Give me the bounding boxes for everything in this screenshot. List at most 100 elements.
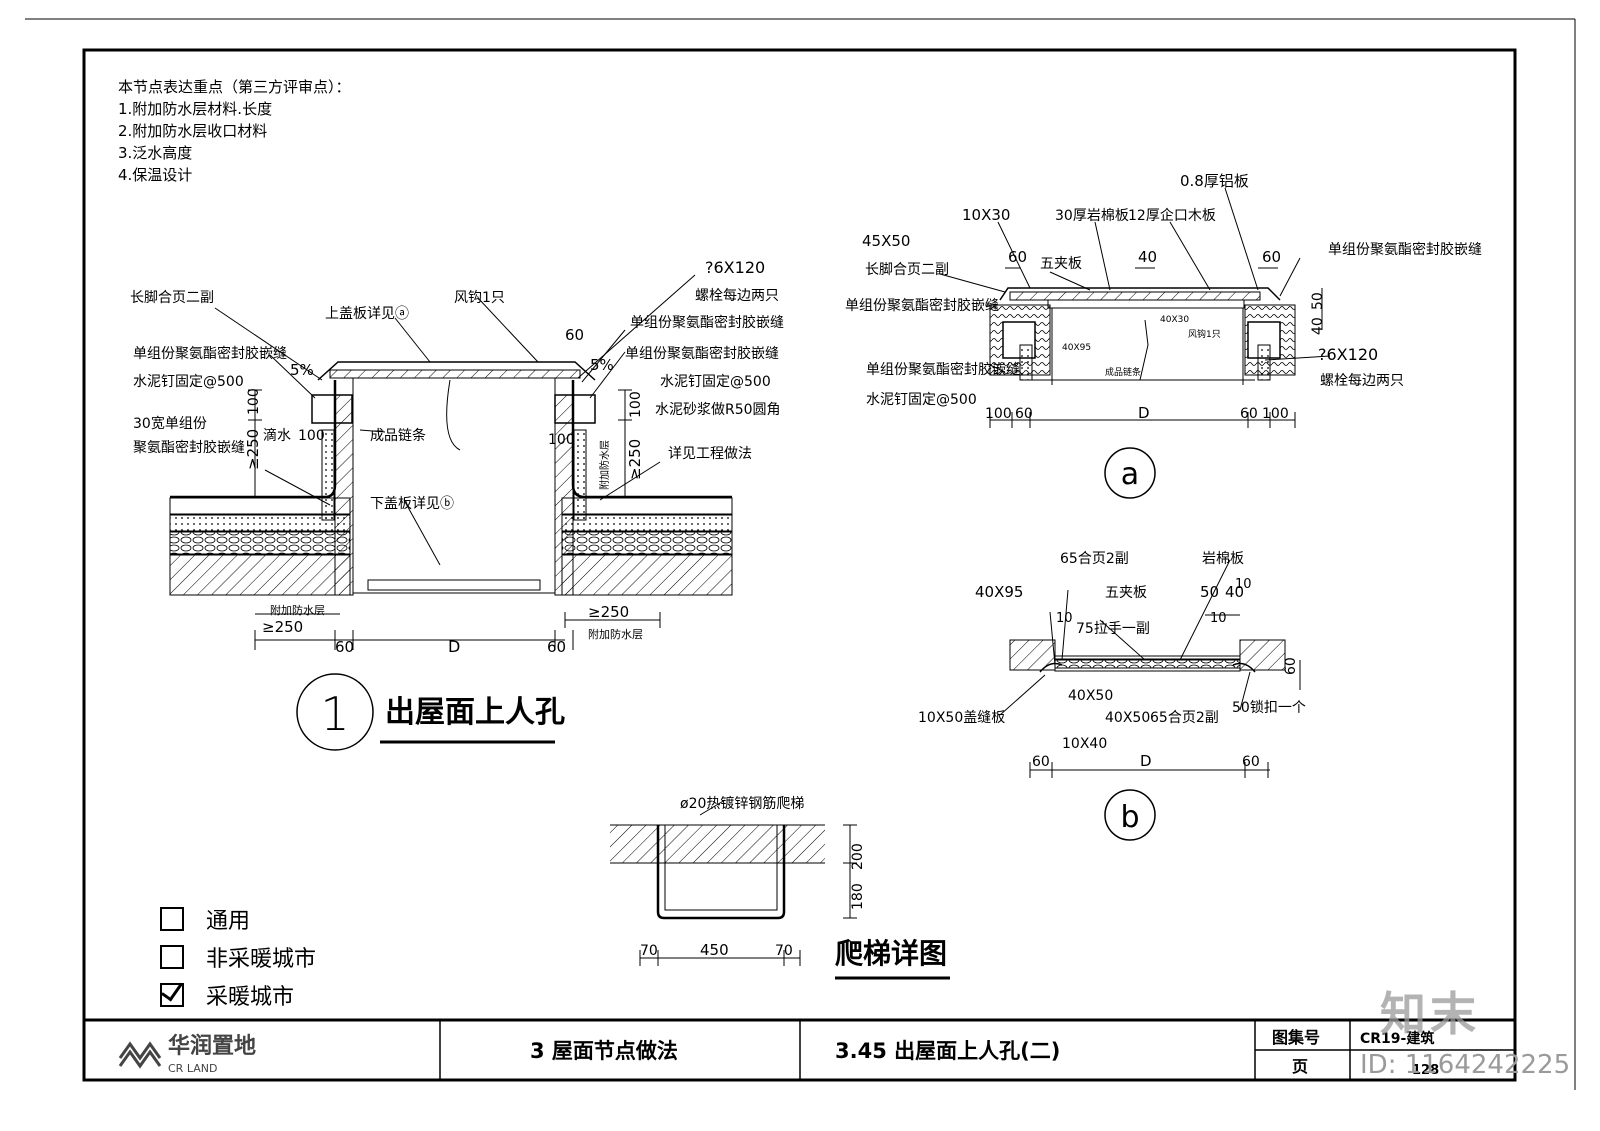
note-item-4: 4.保温设计 <box>118 166 193 184</box>
da-b100r-label: 100 <box>1262 406 1289 422</box>
d1-add-layer-v: 附加防水层 <box>598 440 611 490</box>
da-hook-label: 风钩1只 <box>1188 328 1221 340</box>
da-bolt-size-label: ?6X120 <box>1318 345 1378 364</box>
da-b100l-label: 100 <box>985 406 1012 422</box>
legend-heating[interactable]: 采暖城市 <box>160 976 316 1014</box>
d1-bot60-r: 60 <box>547 638 566 656</box>
watermark-brand: 知末 <box>1380 987 1480 1041</box>
d1-bolt-label: 螺栓每边两只 <box>695 288 779 304</box>
ladder-d200-label: 200 <box>850 843 866 870</box>
legend-non-heating[interactable]: 非采暖城市 <box>160 938 316 976</box>
d1-bolt-size-label: ?6X120 <box>705 258 765 277</box>
da-b60r-label: 60 <box>1240 406 1258 422</box>
detail-a-marker <box>1104 447 1156 499</box>
da-nail-label: 水泥钉固定@500 <box>866 392 977 408</box>
da-40x95-label: 40X95 <box>1062 343 1091 353</box>
checkbox-general[interactable] <box>160 907 184 931</box>
da-bolt-label: 螺栓每边两只 <box>1320 373 1404 389</box>
da-10x30-label: 10X30 <box>962 206 1010 224</box>
db-d50-label: 50 <box>1200 583 1219 601</box>
da-60l-label: 60 <box>1008 248 1027 266</box>
d1-sealant-r1-label: 单组份聚氨酯密封胶嵌缝 <box>630 314 784 331</box>
da-hinge-label: 长脚合页二副 <box>865 262 949 278</box>
da-chain-label: 成品链条 <box>1105 366 1141 378</box>
legend-general[interactable]: 通用 <box>160 900 316 938</box>
logo-en: CR LAND <box>168 1062 217 1075</box>
d1-bot-d: D <box>448 637 460 656</box>
d1-cover-up-label: 上盖板详见ⓐ <box>325 306 409 322</box>
db-d10c-label: 10 <box>1210 611 1227 626</box>
legend-label-non-heating: 非采暖城市 <box>206 947 317 972</box>
da-sealant-tr-label: 单组份聚氨酯密封胶嵌缝 <box>1328 241 1482 258</box>
d1-dim-bot250-r: ≥250 <box>588 603 629 621</box>
da-45x50-label: 45X50 <box>862 232 910 250</box>
atlas-label: 图集号 <box>1272 1028 1320 1047</box>
d1-nail-r-label: 水泥钉固定@500 <box>660 374 771 390</box>
db-b60r-label: 60 <box>1242 754 1260 770</box>
d1-slope-l-label: 5% <box>290 361 314 379</box>
detail-b-marker <box>1104 789 1156 841</box>
d1-bot60-l: 60 <box>335 638 354 656</box>
detail-b-section <box>999 559 1301 778</box>
db-40x95-label: 40X95 <box>975 583 1023 601</box>
da-five-label: 五夹板 <box>1040 256 1082 272</box>
db-d60v-label: 60 <box>1283 657 1299 675</box>
da-b60l-label: 60 <box>1015 406 1033 422</box>
d1-dim100-l: 100 <box>246 388 262 415</box>
note-item-1: 1.附加防水层材料.长度 <box>118 100 273 118</box>
db-cover-strip-label: 10X50盖缝板 <box>918 710 1005 726</box>
d1-see-eng-label: 详见工程做法 <box>668 446 752 462</box>
d1-nail-l-label: 水泥钉固定@500 <box>133 374 244 390</box>
checkbox-non-heating[interactable] <box>160 945 184 969</box>
da-rock-label: 30厚岩棉板 <box>1055 207 1129 224</box>
da-40-label: 40 <box>1138 248 1157 266</box>
da-sealant-l1-label: 单组份聚氨酯密封胶嵌缝 <box>845 297 999 314</box>
db-rock-label: 岩棉板 <box>1202 550 1244 567</box>
da-40x30-label: 40X30 <box>1160 315 1189 325</box>
db-five-label: 五夹板 <box>1105 585 1147 601</box>
da-60r-label: 60 <box>1262 248 1281 266</box>
drawing-title: 3.45 出屋面上人孔(二) <box>835 1039 1060 1063</box>
detail-1-section <box>169 274 733 650</box>
db-handle-label: 75拉手一副 <box>1076 621 1150 637</box>
ladder-rebar-label: ø20热镀锌钢筋爬梯 <box>680 795 804 812</box>
detail-1-marker <box>296 673 374 751</box>
legend-label-general: 通用 <box>206 909 251 934</box>
legend-label-heating: 采暖城市 <box>206 985 295 1010</box>
db-d10a-label: 10 <box>1235 577 1252 592</box>
db-b60l-label: 60 <box>1032 754 1050 770</box>
da-bd-label: D <box>1138 404 1150 422</box>
logo-cn: 华润置地 <box>168 1033 256 1059</box>
da-alu-label: 0.8厚铝板 <box>1180 172 1249 190</box>
db-40x50-label: 40X50 <box>1068 688 1113 704</box>
ladder-d180-label: 180 <box>850 883 866 910</box>
detail-1-number: 1 <box>320 687 349 741</box>
db-hinge65-label: 65合页2副 <box>1060 551 1129 567</box>
d1-mortar-label: 水泥砂浆做R50圆角 <box>655 402 781 418</box>
ladder-d70r-label: 70 <box>775 943 793 959</box>
review-notes: 本节点表达重点（第三方评审点）： 1.附加防水层材料.长度 2.附加防水层收口材… <box>118 76 351 186</box>
d1-side100-label: 100 <box>548 432 575 448</box>
db-d10b-label: 10 <box>1056 611 1073 626</box>
ladder-d70l-label: 70 <box>640 943 658 959</box>
d1-drip-label: 滴水 <box>263 427 291 444</box>
atlas-value: CR19-建筑 <box>1360 1030 1434 1047</box>
d1-slope-r-label: 5% <box>590 356 614 374</box>
db-d40-label: 40 <box>1225 583 1244 601</box>
db-40x50b-label: 40X50 <box>1105 710 1150 726</box>
ladder-section <box>610 799 857 966</box>
title-block <box>84 1018 1515 1080</box>
watermark-id: ID: 1164242225 <box>1360 1050 1571 1080</box>
db-lock-label: 50锁扣一个 <box>1232 700 1306 716</box>
section-title: 3 屋面节点做法 <box>530 1039 678 1063</box>
checkbox-heating-checked[interactable] <box>160 983 184 1007</box>
db-bd-label: D <box>1140 752 1152 770</box>
d1-dim250-l: ≥250 <box>244 429 262 470</box>
da-d50-label: 50 <box>1310 292 1326 310</box>
note-item-2: 2.附加防水层收口材料 <box>118 122 268 140</box>
d1-hook-label: 风钩1只 <box>454 290 505 306</box>
d1-dim-bot250-l: ≥250 <box>262 618 303 636</box>
detail-a-mark: a <box>1121 457 1139 492</box>
d1-sealant30b-label: 聚氨酯密封胶嵌缝 <box>133 439 245 456</box>
d1-cover-down-label: 下盖板详见ⓑ <box>370 496 454 512</box>
